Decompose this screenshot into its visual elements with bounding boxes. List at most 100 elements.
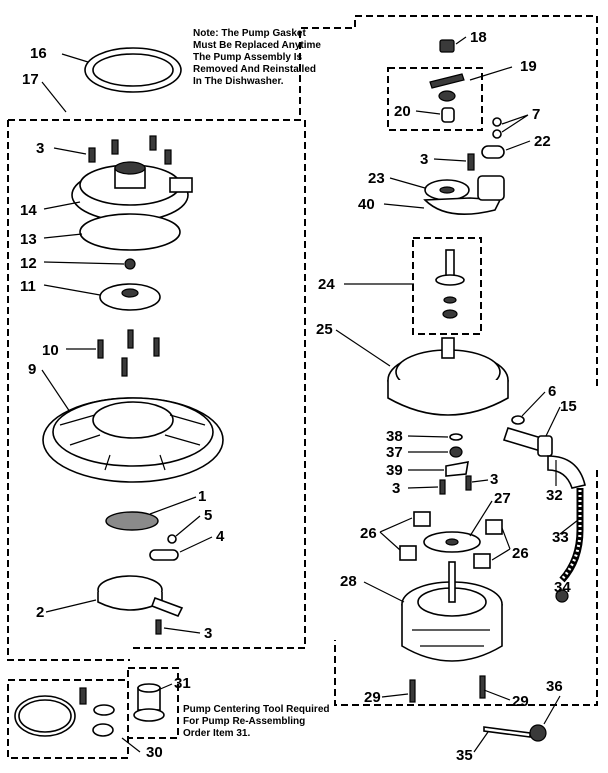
- gasket-note: Note: The Pump Gasket Must Be Replaced A…: [193, 28, 321, 87]
- callout-36: 36: [546, 678, 563, 695]
- callout-22: 22: [534, 133, 551, 150]
- callout-34: 34: [554, 579, 571, 596]
- callout-3-upper-right: 3: [420, 151, 428, 168]
- part-20-spacer: [441, 107, 455, 123]
- callout-27: 27: [494, 490, 511, 507]
- callout-23: 23: [368, 170, 385, 187]
- assembly-24-boundary: [412, 237, 482, 335]
- callout-13: 13: [20, 231, 37, 248]
- part-24-seal-assembly: [435, 249, 465, 319]
- callout-15: 15: [560, 398, 577, 415]
- part-26-block-a: [413, 511, 431, 527]
- callout-3-lower-left: 3: [204, 625, 212, 642]
- part-34-end-cap: [555, 589, 569, 603]
- callout-9: 9: [28, 361, 36, 378]
- leader-lines: [41, 36, 579, 753]
- callout-3-lower-right-b: 3: [490, 471, 498, 488]
- assembly-31-boundary: [127, 667, 179, 739]
- part-1-filter-screen: [105, 511, 159, 531]
- callout-26-right: 26: [512, 545, 529, 562]
- part-12-nut: [124, 258, 136, 270]
- callout-14: 14: [20, 202, 37, 219]
- part-7-ball-a: [492, 117, 502, 127]
- callout-16: 16: [30, 45, 47, 62]
- part-27-disc: [423, 531, 481, 553]
- part-13-gasket: [79, 213, 181, 251]
- part-35-pin: [483, 726, 531, 738]
- part-39-clip: [445, 461, 469, 477]
- callout-29-left: 29: [364, 689, 381, 706]
- part-22-valve: [481, 145, 505, 159]
- callout-39: 39: [386, 462, 403, 479]
- callout-6: 6: [548, 383, 556, 400]
- note-line-5: In The Dishwasher.: [193, 76, 284, 87]
- callout-4: 4: [216, 528, 225, 545]
- part-9-pump-base: [42, 397, 224, 483]
- callout-19: 19: [520, 58, 537, 75]
- callout-20: 20: [394, 103, 411, 120]
- part-10-screws: [97, 329, 160, 377]
- callout-30: 30: [146, 744, 163, 761]
- callout-29-right: 29: [512, 693, 529, 710]
- part-28-motor: [401, 561, 503, 662]
- tool-note-line-1: Pump Centering Tool Required: [183, 704, 329, 715]
- part-3-screw-b: [465, 475, 472, 491]
- part-3-screw-a: [439, 479, 446, 495]
- callout-40: 40: [358, 196, 375, 213]
- callout-3-upper-left: 3: [36, 140, 44, 157]
- callout-25: 25: [316, 321, 333, 338]
- note-line-2: Must Be Replaced Anytime: [193, 40, 321, 51]
- part-29-screw-a: [409, 679, 416, 703]
- part-19-components: [429, 73, 465, 102]
- part-6-ring: [511, 415, 525, 425]
- part-26-block-c: [399, 545, 417, 561]
- part-36-nut: [529, 724, 547, 742]
- part-30-seal-kit: [14, 687, 115, 737]
- part-7-ball-b: [492, 129, 502, 139]
- assembly-17-boundary: [7, 15, 598, 706]
- callout-26-left: 26: [360, 525, 377, 542]
- part-32-hose-elbow: [547, 455, 586, 489]
- part-14-pump-housing: [71, 161, 193, 222]
- callout-10: 10: [42, 342, 59, 359]
- note-line-4: Removed And Reinstalled: [193, 64, 316, 75]
- note-line-1: Note: The Pump Gasket: [193, 28, 306, 39]
- assembly-19-boundary: [387, 67, 483, 131]
- callout-32: 32: [546, 487, 563, 504]
- callout-37: 37: [386, 444, 403, 461]
- part-29-screw-b: [479, 675, 486, 699]
- part-26-block-d: [473, 553, 491, 569]
- tool-note-line-3: Order Item 31.: [183, 728, 250, 739]
- tool-note-line-2: For Pump Re-Assembling: [183, 716, 305, 727]
- callout-3-lower-right-a: 3: [392, 480, 400, 497]
- callout-28: 28: [340, 573, 357, 590]
- part-31-centering-tool: [133, 683, 165, 722]
- callout-17: 17: [22, 71, 39, 88]
- part-3-screw-lower: [155, 619, 162, 635]
- callout-7: 7: [532, 106, 540, 123]
- part-2-housing: [97, 575, 184, 618]
- callout-38: 38: [386, 428, 403, 445]
- part-38-washer: [449, 433, 463, 441]
- tool-note: Pump Centering Tool Required For Pump Re…: [183, 704, 329, 739]
- part-5-ball: [167, 534, 177, 544]
- part-11-impeller: [99, 283, 161, 311]
- part-4-seal: [149, 549, 179, 561]
- part-15-fitting: [502, 427, 553, 457]
- callout-33: 33: [552, 529, 569, 546]
- note-line-3: The Pump Assembly Is: [193, 52, 303, 63]
- part-3-screws-upper: [88, 135, 172, 165]
- callout-18: 18: [470, 29, 487, 46]
- callout-11: 11: [20, 278, 36, 295]
- part-25-motor-mount: [387, 337, 509, 416]
- callout-2: 2: [36, 604, 44, 621]
- callout-5: 5: [204, 507, 212, 524]
- part-23-40-plate: [423, 175, 505, 216]
- callout-12: 12: [20, 255, 37, 272]
- callout-35: 35: [456, 747, 473, 764]
- part-18-nut: [439, 39, 455, 53]
- part-16-pump-gasket: [84, 47, 182, 93]
- part-3-screw-right: [467, 153, 475, 171]
